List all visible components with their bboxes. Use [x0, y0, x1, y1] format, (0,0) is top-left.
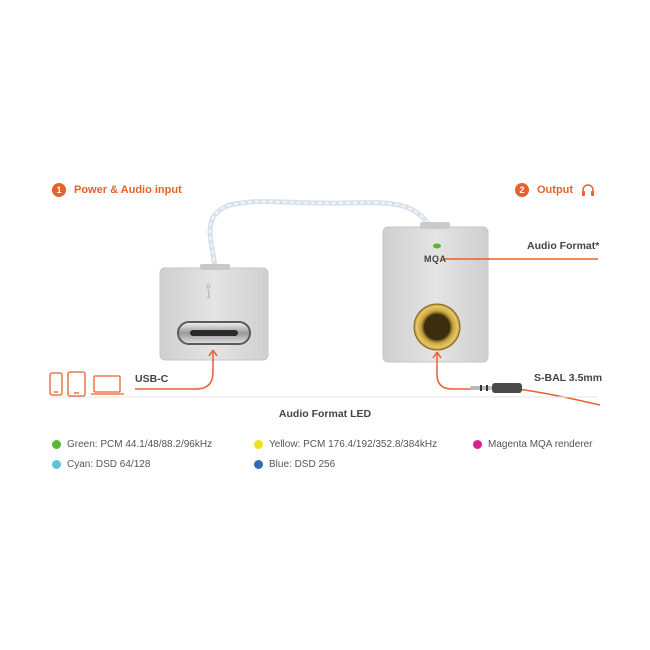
legend-item-blue: Blue: DSD 256: [254, 459, 335, 470]
legend-label: Cyan: DSD 64/128: [67, 459, 151, 470]
plug-35mm: [470, 383, 522, 393]
braided-cable: [207, 199, 435, 271]
step-1-label: Power & Audio input: [74, 184, 182, 196]
legend-item-green: Green: PCM 44.1/48/88.2/96kHz: [52, 439, 212, 450]
phone-icon: [49, 372, 63, 396]
device-icons: [49, 371, 124, 397]
legend-item-cyan: Cyan: DSD 64/128: [52, 459, 150, 470]
audio-format-label: Audio Format*: [527, 240, 600, 252]
legend-label: Yellow: PCM 176.4/192/352.8/384kHz: [269, 439, 438, 450]
laptop-icon: [91, 375, 124, 395]
green-dot-icon: [52, 440, 61, 449]
step-1-header: 1 Power & Audio input: [52, 183, 182, 197]
tablet-icon: [67, 371, 86, 397]
output-housing: [382, 222, 489, 363]
legend-label: Magenta MQA renderer: [488, 439, 593, 450]
callout-lines: [135, 258, 598, 390]
step-1-number: 1: [52, 183, 66, 197]
yellow-dot-icon: [254, 440, 263, 449]
usb-c-housing: ı̊: [159, 264, 269, 361]
step-2-header: 2 Output: [515, 183, 595, 197]
blue-dot-icon: [254, 460, 263, 469]
sbal-label: S-BAL 3.5mm: [534, 372, 603, 384]
usb-c-label: USB-C: [135, 373, 169, 385]
legend-label: Blue: DSD 256: [269, 459, 336, 470]
legend-label: Green: PCM 44.1/48/88.2/96kHz: [67, 439, 213, 450]
orange-cable: [517, 388, 601, 406]
step-2-number: 2: [515, 183, 529, 197]
mqa-label: MQA: [424, 254, 447, 264]
svg-text:ı̊: ı̊: [206, 283, 212, 302]
legend-item-yellow: Yellow: PCM 176.4/192/352.8/384kHz: [254, 439, 437, 450]
led-section-title: Audio Format LED: [278, 408, 372, 420]
cyan-dot-icon: [52, 460, 61, 469]
headphones-icon: [582, 184, 595, 196]
legend-item-magenta: Magenta MQA renderer: [473, 439, 593, 450]
magenta-dot-icon: [473, 440, 482, 449]
step-2-label: Output: [537, 184, 574, 196]
